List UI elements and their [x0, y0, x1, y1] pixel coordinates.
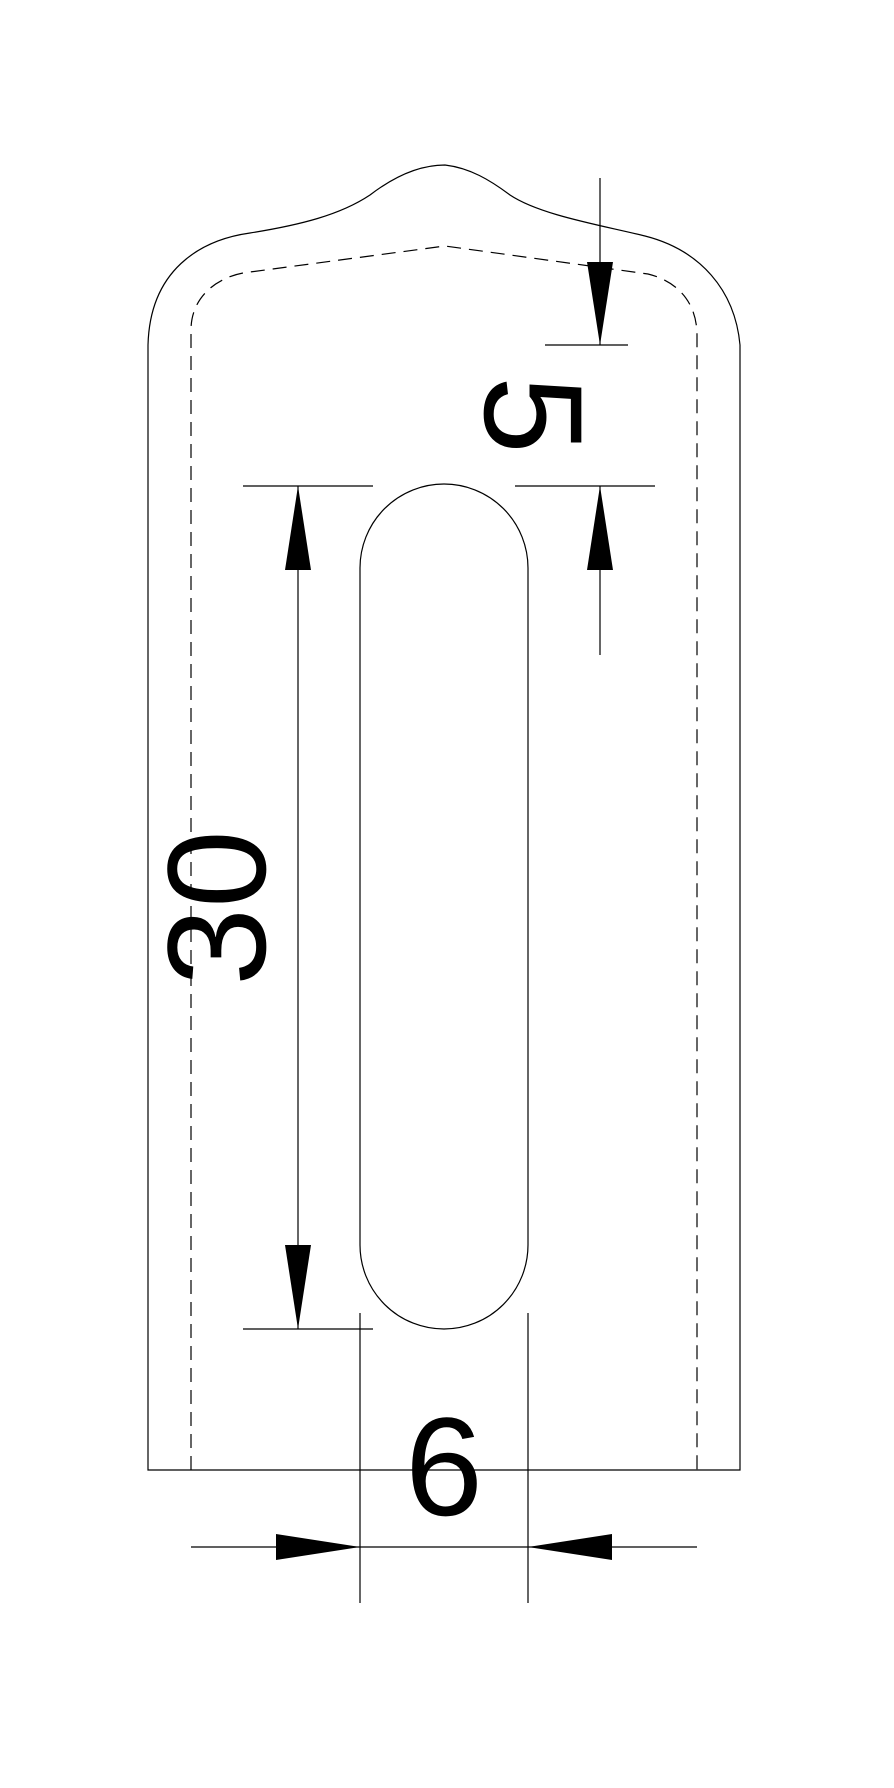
arrowhead: [285, 486, 311, 570]
slot-outline: [359, 483, 529, 1330]
arrowhead: [276, 1534, 360, 1560]
dimension-slot-length: 30: [138, 485, 373, 1330]
hidden-inner-contour: [190, 245, 698, 1470]
dimension-label-6: 6: [405, 1388, 483, 1545]
dimension-label-30: 30: [138, 830, 295, 986]
arrowhead: [587, 262, 613, 345]
arrowhead: [285, 1245, 311, 1329]
dimension-label-5: 5: [455, 376, 612, 454]
dimension-top-offset: 5: [455, 178, 655, 655]
arrowhead: [587, 486, 613, 570]
dimension-slot-width: 6: [191, 1313, 697, 1603]
arrowhead: [528, 1534, 612, 1560]
part-outline: [147, 164, 741, 1471]
